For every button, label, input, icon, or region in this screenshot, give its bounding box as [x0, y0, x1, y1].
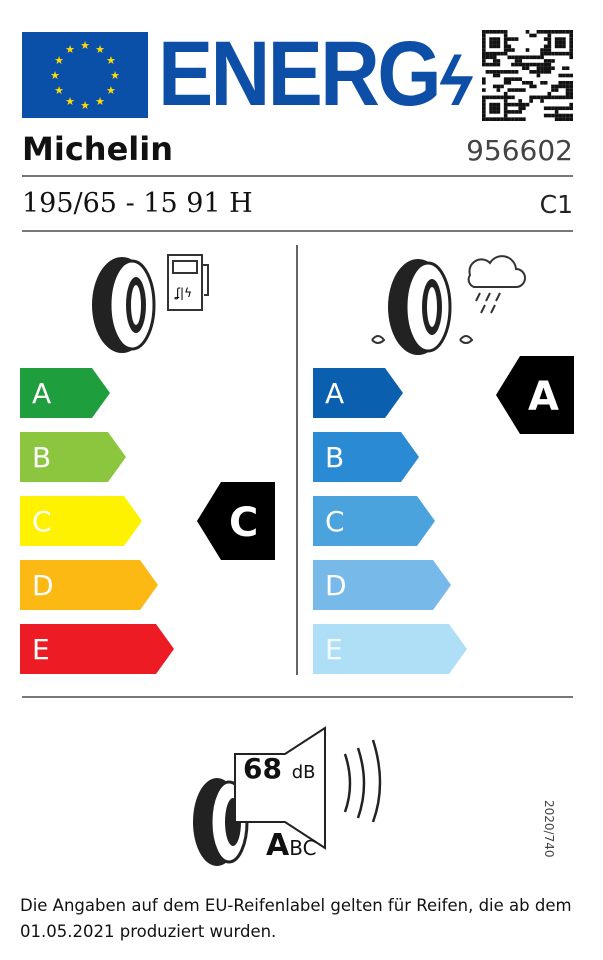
- noise-icon: [193, 726, 382, 866]
- svg-text:B: B: [325, 441, 344, 474]
- svg-text:A: A: [325, 377, 344, 410]
- star-icon: ★: [50, 69, 60, 82]
- wet-grip-icon: [371, 255, 526, 355]
- svg-text:C: C: [32, 505, 52, 538]
- svg-text:A: A: [32, 377, 51, 410]
- fuel-class-c: C: [20, 496, 142, 546]
- noise-value: 68 dB: [243, 752, 316, 785]
- footer-note: Die Angaben auf dem EU-Reifenlabel gelte…: [20, 896, 572, 941]
- fuel-efficiency-icon: ʆ|ϟ: [92, 254, 209, 353]
- svg-text:C: C: [325, 505, 345, 538]
- svg-text:E: E: [325, 633, 343, 666]
- star-icon: ★: [110, 69, 120, 82]
- wet-rating-indicator: A: [496, 356, 574, 434]
- wet-class-a: A: [313, 368, 403, 418]
- wet-class-b: B: [313, 432, 419, 482]
- divider: [296, 245, 298, 675]
- star-icon: ★: [54, 84, 64, 97]
- tyre-class: C1: [539, 190, 573, 219]
- svg-text:ʆ|ϟ: ʆ|ϟ: [174, 286, 192, 300]
- star-icon: ★: [106, 54, 116, 67]
- divider: [22, 175, 573, 177]
- noise-class: ABC: [266, 828, 317, 863]
- fuel-class-d: D: [20, 560, 158, 610]
- lightning-icon: ϟ: [438, 42, 472, 120]
- svg-text:B: B: [32, 441, 51, 474]
- wet-class-c: C: [313, 496, 435, 546]
- star-icon: ★: [95, 43, 105, 56]
- fuel-class-b: B: [20, 432, 126, 482]
- star-icon: ★: [95, 95, 105, 108]
- wet-class-d: D: [313, 560, 451, 610]
- fuel-rating-indicator: C: [197, 482, 275, 560]
- star-icon: ★: [106, 84, 116, 97]
- star-icon: ★: [80, 39, 90, 52]
- article-number: 956602: [466, 134, 573, 167]
- svg-text:D: D: [325, 569, 347, 602]
- fuel-class-e: E: [20, 624, 174, 674]
- brand-name: Michelin: [22, 130, 173, 168]
- star-icon: ★: [80, 99, 90, 112]
- svg-text:D: D: [32, 569, 54, 602]
- tyre-size: 195/65 - 15 91 H: [22, 188, 253, 219]
- star-icon: ★: [65, 95, 75, 108]
- divider: [22, 230, 573, 232]
- star-icon: ★: [54, 54, 64, 67]
- divider: [22, 696, 573, 698]
- qr-code-icon: [482, 30, 573, 121]
- fuel-class-a: A: [20, 368, 110, 418]
- wet-class-e: E: [313, 624, 467, 674]
- eu-flag-icon: ★★★★★★★★★★★★: [22, 32, 148, 118]
- regulation-number: 2020/740: [542, 800, 556, 858]
- svg-text:A: A: [528, 374, 559, 420]
- svg-text:E: E: [32, 633, 50, 666]
- svg-text:C: C: [229, 500, 258, 546]
- energy-logo: ENERGϟ: [158, 23, 472, 125]
- star-icon: ★: [65, 43, 75, 56]
